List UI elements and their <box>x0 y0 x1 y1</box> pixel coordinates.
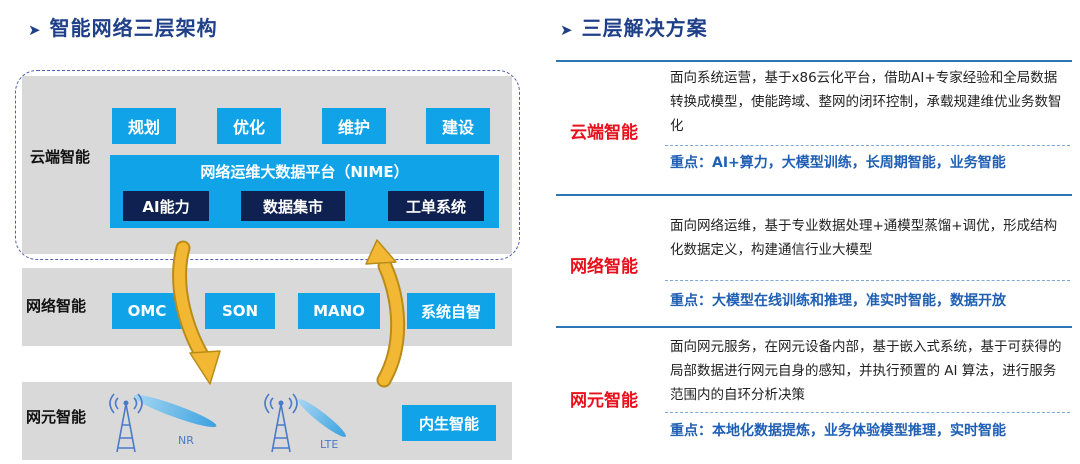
down-arrow-icon <box>172 240 221 385</box>
platform-title: 网络运维大数据平台（NIME） <box>200 163 409 181</box>
up-arrow-icon <box>365 239 406 388</box>
lte-tower-icon: LTE <box>264 393 346 453</box>
function-build[interactable]: 建设 <box>426 108 490 144</box>
nr-tower-icon: NR <box>109 393 217 453</box>
solution-cloud-label: 云端智能 <box>570 123 638 143</box>
function-maintain[interactable]: 维护 <box>322 108 386 144</box>
cloud-dashed-outline <box>15 70 520 260</box>
solution-cloud-key: 重点：AI+算力，大模型训练，长周期智能，业务智能 <box>670 155 1006 171</box>
network-item-son[interactable]: SON <box>205 293 275 329</box>
solution-rule-top <box>556 60 1072 62</box>
triangle-bullet-icon: ➤ <box>560 21 574 39</box>
solution-network-separator <box>665 280 1070 281</box>
module-datamart[interactable]: 数据集市 <box>241 191 345 221</box>
left-title: 智能网络三层架构 <box>49 16 218 40</box>
solution-rule-2 <box>556 326 1072 328</box>
right-heading: ➤ 三层解决方案 <box>560 12 708 41</box>
solution-element-desc: 面向网元服务，在网元设备内部，基于嵌入式系统，基于可获得的局部数据进行网元自身的… <box>670 339 1062 403</box>
solution-cloud-desc: 面向系统运营，基于x86云化平台，借助AI+专家经验和全局数据转换成模型，使能跨… <box>670 70 1062 134</box>
solution-element-separator <box>665 412 1070 413</box>
solution-network-label: 网络智能 <box>570 257 638 277</box>
element-layer-label: 网元智能 <box>26 408 87 426</box>
function-optimize[interactable]: 优化 <box>217 108 281 144</box>
function-plan[interactable]: 规划 <box>112 108 176 144</box>
solution-network-desc: 面向网络运维，基于专业数据处理+通模型蒸馏+调优，形成结构化数据定义，构建通信行… <box>670 218 1058 258</box>
solution-rule-1 <box>556 194 1072 196</box>
solution-element-label: 网元智能 <box>570 391 638 411</box>
module-ai[interactable]: AI能力 <box>123 191 209 221</box>
triangle-bullet-icon: ➤ <box>28 21 42 39</box>
network-item-mano[interactable]: MANO <box>298 293 380 329</box>
module-ticket[interactable]: 工单系统 <box>388 191 484 221</box>
network-item-omc[interactable]: OMC <box>112 293 182 329</box>
left-heading: ➤ 智能网络三层架构 <box>28 12 218 41</box>
solution-network-key: 重点：大模型在线训练和推理，准实时智能，数据开放 <box>670 293 1006 309</box>
right-title: 三层解决方案 <box>581 16 708 40</box>
tower-label-nr: NR <box>178 434 194 447</box>
native-intelligence-box[interactable]: 内生智能 <box>402 405 496 441</box>
cloud-layer-label: 云端智能 <box>30 148 91 166</box>
network-layer-label: 网络智能 <box>26 297 87 315</box>
solution-cloud-separator <box>665 145 1070 146</box>
solution-element-key: 重点：本地化数据提炼，业务体验模型推理，实时智能 <box>670 423 1006 439</box>
tower-label-lte: LTE <box>320 438 338 451</box>
network-item-autonomous[interactable]: 系统自智 <box>407 293 495 329</box>
